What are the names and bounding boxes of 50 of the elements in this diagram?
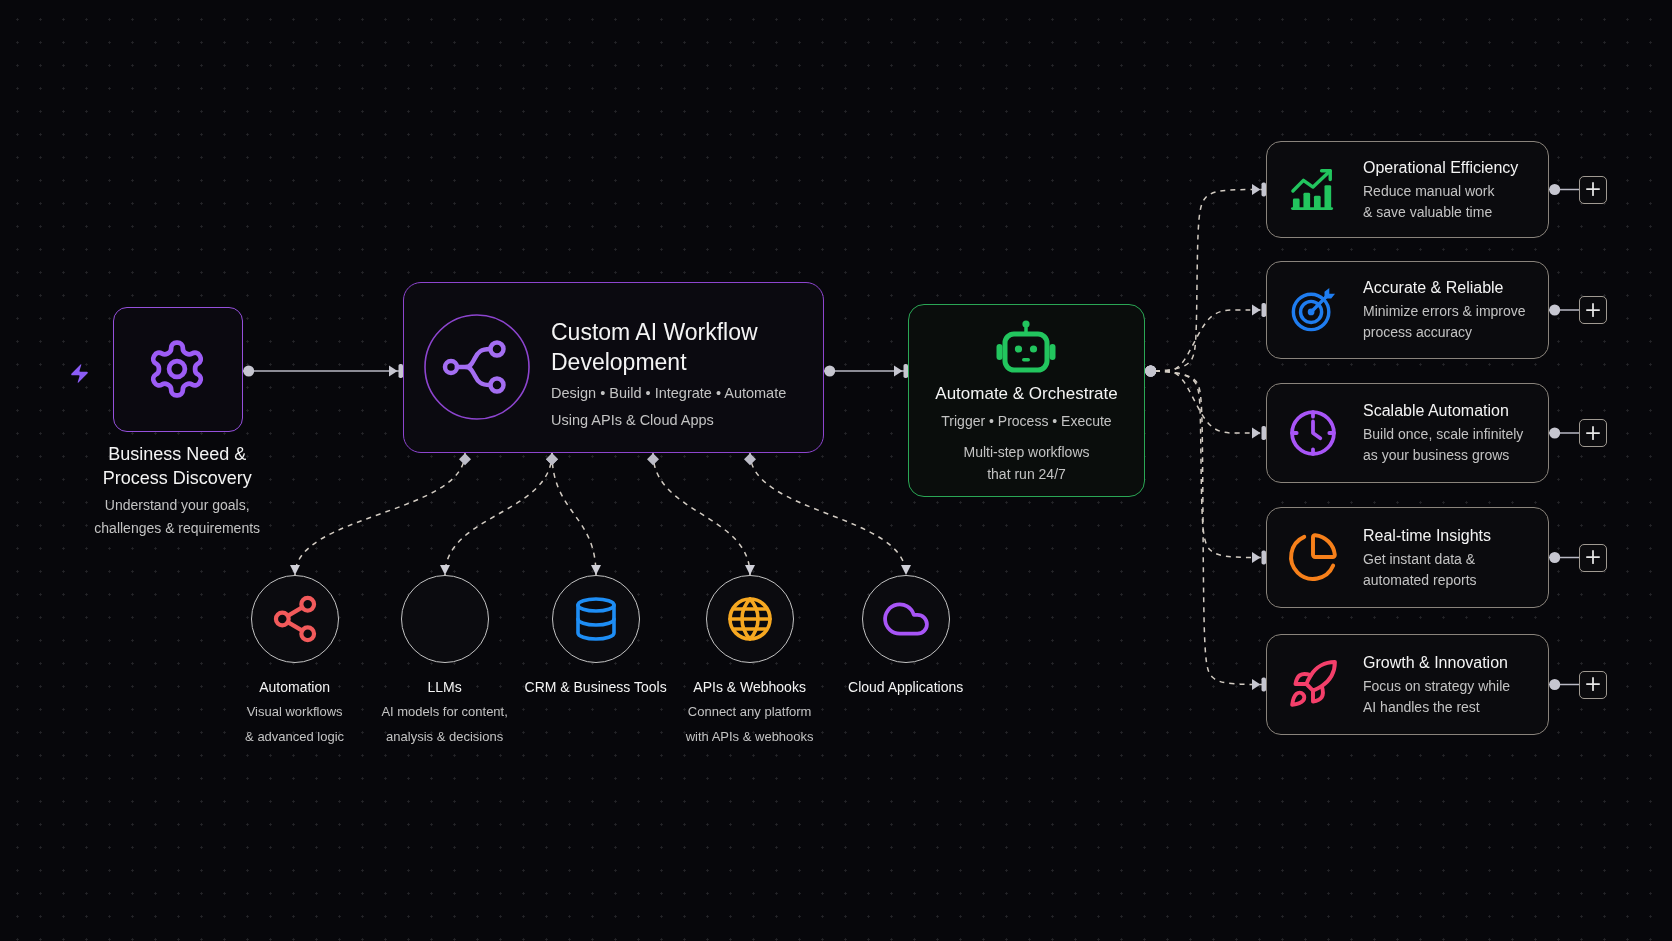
benefit-card bbox=[1266, 141, 1549, 238]
benefit-card bbox=[1266, 507, 1549, 608]
step-title: Business Need & Process Discovery bbox=[101, 443, 253, 490]
tool-description: Connect any platform with APIs & webhooks bbox=[684, 703, 815, 746]
step-description: Trigger • Process • Execute bbox=[941, 412, 1112, 431]
step-title: Automate & Orchestrate bbox=[935, 383, 1118, 405]
add-button bbox=[1579, 543, 1607, 572]
benefit-description: Focus on strategy while AI handles the rest bbox=[1363, 676, 1512, 717]
dashed-arrow bbox=[647, 452, 754, 576]
arrow bbox=[242, 364, 404, 378]
tool-description: Visual workflows & advanced logic bbox=[244, 703, 346, 746]
step-title: Custom AI Workflow Development bbox=[551, 318, 759, 377]
step-description: Design • Build • Integrate • Automate bbox=[551, 384, 787, 403]
tool-description: AI models for content, analysis & decisions bbox=[380, 703, 509, 746]
benefit-card bbox=[1266, 261, 1549, 359]
benefit-title: Operational Efficiency bbox=[1363, 157, 1519, 178]
tool-name: Automation bbox=[259, 678, 330, 697]
dashed-arrow bbox=[292, 452, 470, 576]
dashed-arrow bbox=[745, 452, 909, 576]
connector-line bbox=[1548, 679, 1580, 690]
step-description: Multi-step workflows that run 24/7 bbox=[962, 443, 1091, 484]
dashed-arrow bbox=[546, 452, 601, 576]
benefit-card bbox=[1266, 383, 1549, 483]
tool-name: CRM & Business Tools bbox=[524, 678, 667, 697]
benefit-description: Minimize errors & improve process accuracy bbox=[1363, 302, 1527, 342]
benefit-description: Build once, scale infinitely as your business grows bbox=[1363, 425, 1525, 465]
process-card bbox=[403, 282, 824, 453]
tool-name: APIs & Webhooks bbox=[693, 678, 806, 697]
connector-line bbox=[1548, 184, 1580, 195]
add-button bbox=[1579, 296, 1607, 324]
benefit-title: Growth & Innovation bbox=[1363, 652, 1508, 673]
connector-line bbox=[1548, 427, 1580, 439]
tool-name: Cloud Applications bbox=[848, 678, 964, 697]
benefit-title: Accurate & Reliable bbox=[1363, 278, 1504, 298]
step-description: Using APIs & Cloud Apps bbox=[551, 411, 714, 430]
connector-line bbox=[1548, 552, 1580, 563]
benefit-card bbox=[1266, 634, 1549, 735]
dashed-arrow bbox=[1144, 365, 1267, 692]
connector-line bbox=[1548, 304, 1580, 316]
add-button bbox=[1579, 670, 1607, 699]
add-button bbox=[1579, 175, 1607, 204]
benefit-description: Get instant data & automated reports bbox=[1363, 549, 1478, 590]
benefit-description: Reduce manual work & save valuable time bbox=[1363, 181, 1496, 222]
add-button bbox=[1579, 419, 1607, 447]
tool-name: LLMs bbox=[427, 678, 462, 697]
benefit-title: Real-time Insights bbox=[1363, 525, 1492, 546]
arrow bbox=[823, 364, 909, 378]
benefit-title: Scalable Automation bbox=[1363, 401, 1509, 421]
step-description: Understand your goals, challenges & requirements bbox=[93, 496, 262, 538]
process-card bbox=[908, 304, 1145, 497]
